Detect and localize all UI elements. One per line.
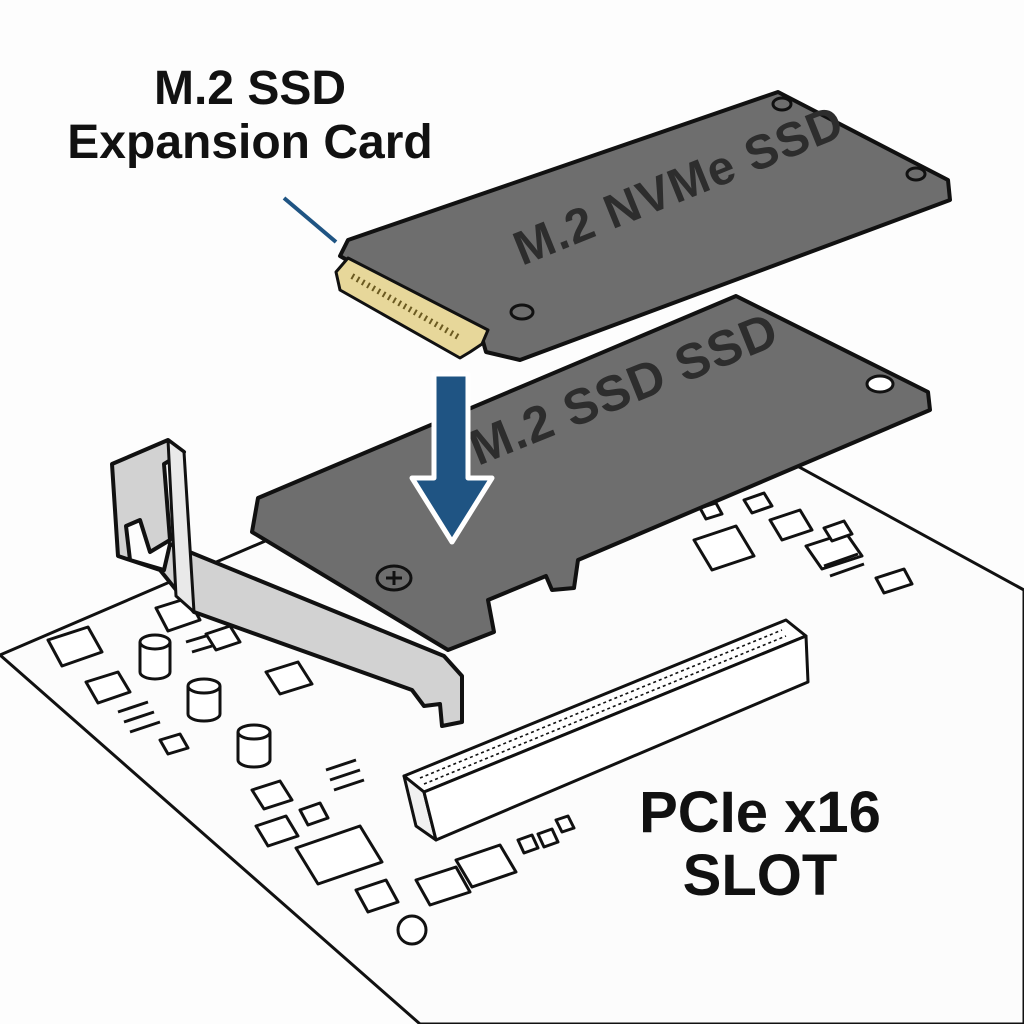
pci-bracket: [110, 438, 464, 728]
pcie-slot: [402, 618, 810, 842]
slot-label-line1: PCIe x16: [639, 780, 881, 845]
nvme-module: [334, 90, 952, 362]
title-label: M.2 SSD Expansion Card: [40, 62, 460, 170]
down-arrow-icon: [409, 371, 495, 545]
slot-label-line2: SLOT: [682, 842, 838, 908]
motherboard: [0, 378, 1024, 1024]
screw-icon: [375, 564, 413, 592]
capacitors: [138, 633, 272, 769]
title-label-line2: Expansion Card: [67, 115, 433, 169]
gold-contacts: [350, 273, 462, 341]
board-components: [46, 491, 914, 946]
title-label-line1: M.2 SSD: [153, 62, 347, 115]
slot-label: PCIe x16 SLOT: [600, 780, 920, 908]
slot-pins: [419, 629, 791, 791]
title-leader-line: [282, 196, 338, 244]
carrier-card: [250, 294, 932, 652]
